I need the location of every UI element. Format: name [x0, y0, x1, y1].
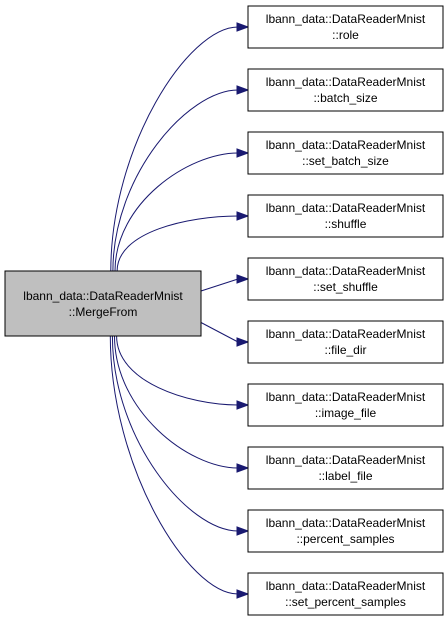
callee-node-batch-size[interactable]: lbann_data::DataReaderMnist::batch_size — [247, 68, 444, 112]
callee-node-box — [247, 509, 444, 553]
call-edge-set-shuffle — [200, 278, 239, 292]
call-edge-image-file — [116, 335, 239, 406]
callee-node-box — [247, 194, 444, 238]
callee-node-label-line2: ::percent_samples — [296, 532, 394, 546]
call-edge-shuffle — [116, 215, 239, 272]
callee-node-box — [247, 5, 444, 49]
call-edge-role — [110, 26, 239, 272]
call-edge-file-dir — [200, 322, 239, 343]
callee-node-box — [247, 320, 444, 364]
callee-node-label-line2: ::set_batch_size — [302, 154, 389, 168]
arrowhead-percent-samples — [236, 526, 250, 536]
callee-node-label-line1: lbann_data::DataReaderMnist — [266, 390, 426, 404]
callee-node-label-line1: lbann_data::DataReaderMnist — [266, 579, 426, 593]
callee-node-file-dir[interactable]: lbann_data::DataReaderMnist::file_dir — [247, 320, 444, 364]
callee-nodes: lbann_data::DataReaderMnist::rolelbann_d… — [247, 5, 444, 616]
call-edge-set-percent-samples — [109, 335, 239, 595]
call-edge-percent-samples — [111, 335, 239, 532]
callee-node-label-line2: ::file_dir — [324, 343, 366, 357]
callee-node-label-line1: lbann_data::DataReaderMnist — [266, 327, 426, 341]
callee-node-box — [247, 68, 444, 112]
callee-node-label-line2: ::label_file — [318, 469, 372, 483]
callee-node-label-line1: lbann_data::DataReaderMnist — [266, 138, 426, 152]
callee-node-label-line1: lbann_data::DataReaderMnist — [266, 201, 426, 215]
callee-node-label-line2: ::shuffle — [325, 217, 367, 231]
callee-node-label-line1: lbann_data::DataReaderMnist — [266, 453, 426, 467]
callee-node-label-line2: ::set_shuffle — [313, 280, 378, 294]
root-node[interactable]: lbann_data::DataReaderMnist ::MergeFrom — [4, 270, 202, 337]
arrowhead-set-batch-size — [236, 148, 250, 158]
arrowhead-label-file — [236, 463, 250, 473]
call-edges — [109, 22, 250, 599]
root-node-label-line1: lbann_data::DataReaderMnist — [23, 289, 183, 303]
callee-node-role[interactable]: lbann_data::DataReaderMnist::role — [247, 5, 444, 49]
callee-node-set-batch-size[interactable]: lbann_data::DataReaderMnist::set_batch_s… — [247, 131, 444, 175]
arrowhead-image-file — [236, 400, 250, 410]
arrowhead-role — [236, 22, 250, 32]
callee-node-box — [247, 257, 444, 301]
root-node-box — [4, 270, 202, 337]
callee-node-box — [247, 572, 444, 616]
callee-node-label-line2: ::batch_size — [313, 91, 377, 105]
call-edge-set-batch-size — [114, 152, 239, 272]
callee-node-label-file[interactable]: lbann_data::DataReaderMnist::label_file — [247, 446, 444, 490]
callee-node-image-file[interactable]: lbann_data::DataReaderMnist::image_file — [247, 383, 444, 427]
callee-node-label-line1: lbann_data::DataReaderMnist — [266, 264, 426, 278]
callee-node-percent-samples[interactable]: lbann_data::DataReaderMnist::percent_sam… — [247, 509, 444, 553]
callee-node-label-line2: ::role — [332, 28, 359, 42]
arrowhead-shuffle — [236, 211, 250, 221]
arrowhead-set-shuffle — [236, 274, 250, 284]
arrowhead-set-percent-samples — [236, 589, 250, 599]
root-node-label-line2: ::MergeFrom — [69, 305, 138, 319]
callee-node-shuffle[interactable]: lbann_data::DataReaderMnist::shuffle — [247, 194, 444, 238]
callee-node-label-line1: lbann_data::DataReaderMnist — [266, 516, 426, 530]
callee-node-set-shuffle[interactable]: lbann_data::DataReaderMnist::set_shuffle — [247, 257, 444, 301]
callee-node-label-line2: ::set_percent_samples — [285, 595, 406, 609]
callee-node-box — [247, 383, 444, 427]
callee-node-label-line2: ::image_file — [315, 406, 377, 420]
arrowhead-batch-size — [236, 85, 250, 95]
call-edge-label-file — [114, 335, 239, 469]
arrowhead-file-dir — [236, 337, 250, 347]
call-edge-batch-size — [112, 89, 239, 272]
callee-node-label-line1: lbann_data::DataReaderMnist — [266, 12, 426, 26]
callee-node-label-line1: lbann_data::DataReaderMnist — [266, 75, 426, 89]
callee-node-box — [247, 446, 444, 490]
callee-node-set-percent-samples[interactable]: lbann_data::DataReaderMnist::set_percent… — [247, 572, 444, 616]
callee-node-box — [247, 131, 444, 175]
